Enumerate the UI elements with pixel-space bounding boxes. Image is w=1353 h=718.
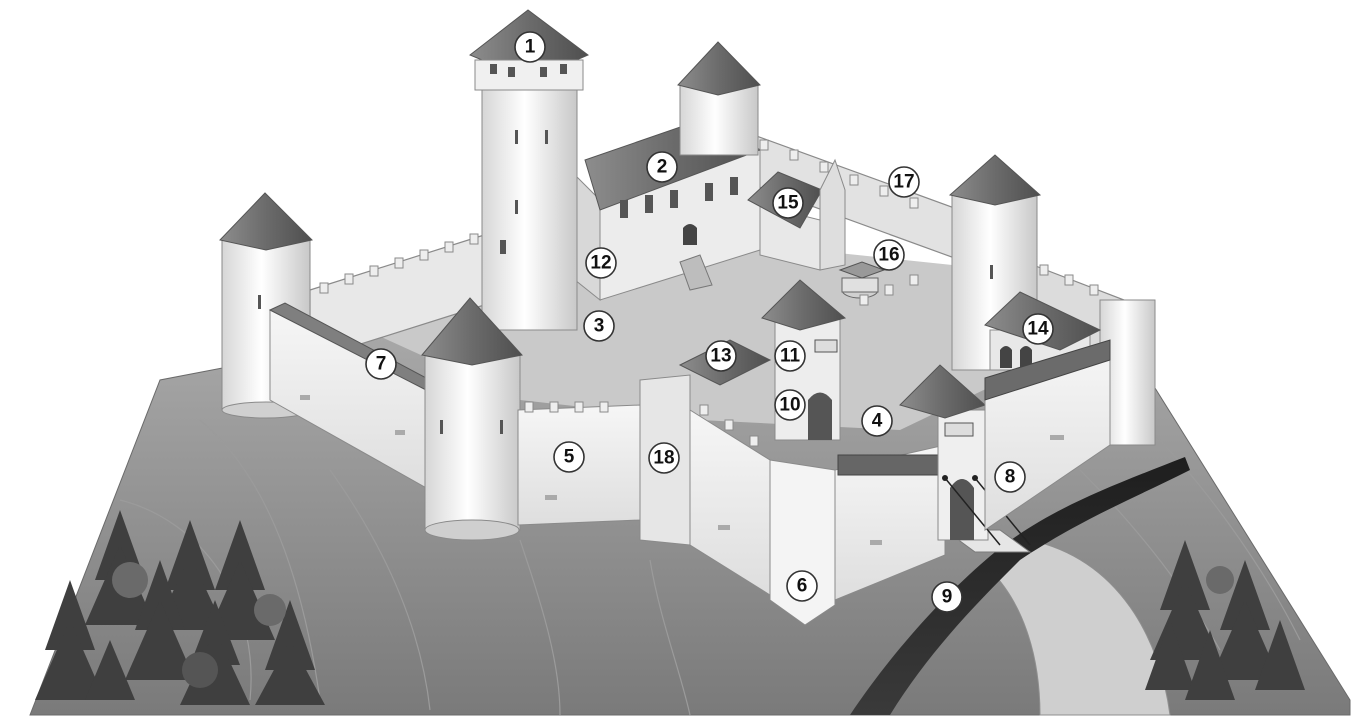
svg-text:10: 10 — [779, 395, 800, 416]
well — [840, 262, 884, 298]
svg-text:3: 3 — [594, 316, 605, 337]
svg-text:17: 17 — [893, 172, 914, 193]
callout-6: 6 — [787, 571, 817, 601]
callout-4: 4 — [862, 406, 892, 436]
callout-13: 13 — [706, 341, 736, 371]
svg-text:18: 18 — [653, 448, 674, 469]
callout-7: 7 — [366, 349, 396, 379]
callout-1: 1 — [515, 32, 545, 62]
callout-8: 8 — [995, 462, 1025, 492]
callout-2: 2 — [647, 152, 677, 182]
svg-text:1: 1 — [525, 37, 536, 58]
svg-text:11: 11 — [780, 346, 801, 367]
svg-text:6: 6 — [797, 576, 808, 597]
svg-text:4: 4 — [872, 411, 883, 432]
callout-9: 9 — [932, 582, 962, 612]
svg-text:16: 16 — [878, 245, 899, 266]
callout-17: 17 — [889, 167, 919, 197]
north-tower — [678, 42, 760, 155]
svg-text:8: 8 — [1005, 467, 1016, 488]
callout-15: 15 — [773, 188, 803, 218]
svg-text:7: 7 — [376, 354, 387, 375]
callout-5: 5 — [554, 442, 584, 472]
svg-text:5: 5 — [564, 447, 575, 468]
callout-3: 3 — [584, 311, 614, 341]
callout-16: 16 — [874, 240, 904, 270]
callout-10: 10 — [775, 390, 805, 420]
svg-text:13: 13 — [710, 346, 731, 367]
svg-text:15: 15 — [777, 193, 799, 214]
callout-18: 18 — [649, 443, 679, 473]
svg-text:12: 12 — [590, 253, 611, 274]
callout-12: 12 — [586, 248, 616, 278]
svg-text:14: 14 — [1027, 319, 1049, 340]
svg-text:9: 9 — [942, 587, 953, 608]
callout-14: 14 — [1023, 314, 1053, 344]
svg-text:2: 2 — [657, 157, 668, 178]
callout-11: 11 — [775, 341, 805, 371]
